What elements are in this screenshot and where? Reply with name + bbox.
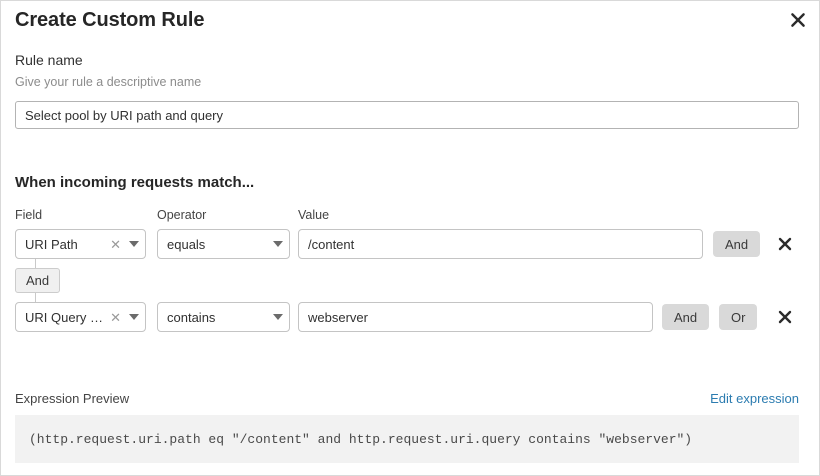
chevron-down-icon	[273, 241, 283, 247]
expression-preview-label: Expression Preview	[15, 391, 130, 406]
expression-preview-box: (http.request.uri.path eq "/content" and…	[15, 415, 799, 463]
close-small-icon[interactable]: ✕	[110, 309, 121, 325]
operator-select-value-row-2: contains	[167, 309, 216, 325]
expression-preview-text: (http.request.uri.path eq "/content" and…	[29, 431, 693, 447]
column-header-value: Value	[298, 208, 330, 222]
edit-expression-link[interactable]: Edit expression	[710, 391, 799, 406]
field-select-row-2[interactable]: URI Query St... ✕	[15, 302, 146, 332]
operator-select-value-row-1: equals	[167, 236, 206, 252]
conditions-section-title: When incoming requests match...	[15, 174, 255, 191]
chevron-down-icon	[129, 241, 139, 247]
close-small-icon[interactable]: ✕	[110, 236, 121, 252]
value-input-row-2[interactable]	[298, 302, 653, 332]
field-select-value-row-1: URI Path	[25, 236, 78, 252]
chevron-down-icon	[273, 314, 283, 320]
dialog-title: Create Custom Rule	[15, 9, 205, 31]
chevron-down-icon	[129, 314, 139, 320]
rule-name-help-text: Give your rule a descriptive name	[15, 75, 202, 89]
and-button-row-1[interactable]: And	[713, 231, 761, 257]
operator-select-row-2[interactable]: contains	[157, 302, 290, 332]
row-connector: And	[15, 259, 135, 304]
rule-name-label: Rule name	[15, 52, 83, 68]
or-button-row-2[interactable]: Or	[719, 304, 758, 330]
close-icon[interactable]	[785, 7, 811, 33]
column-header-operator: Operator	[157, 208, 207, 222]
column-header-field: Field	[15, 208, 43, 222]
operator-select-row-1[interactable]: equals	[157, 229, 290, 259]
rule-name-input[interactable]	[15, 101, 799, 129]
delete-row-icon[interactable]	[774, 306, 796, 328]
connector-and-button[interactable]: And	[15, 268, 61, 293]
field-select-row-1[interactable]: URI Path ✕	[15, 229, 146, 259]
delete-row-icon[interactable]	[774, 233, 796, 255]
value-input-row-1[interactable]	[298, 229, 703, 259]
field-select-value-row-2: URI Query St...	[25, 309, 108, 325]
and-button-row-2[interactable]: And	[662, 304, 710, 330]
